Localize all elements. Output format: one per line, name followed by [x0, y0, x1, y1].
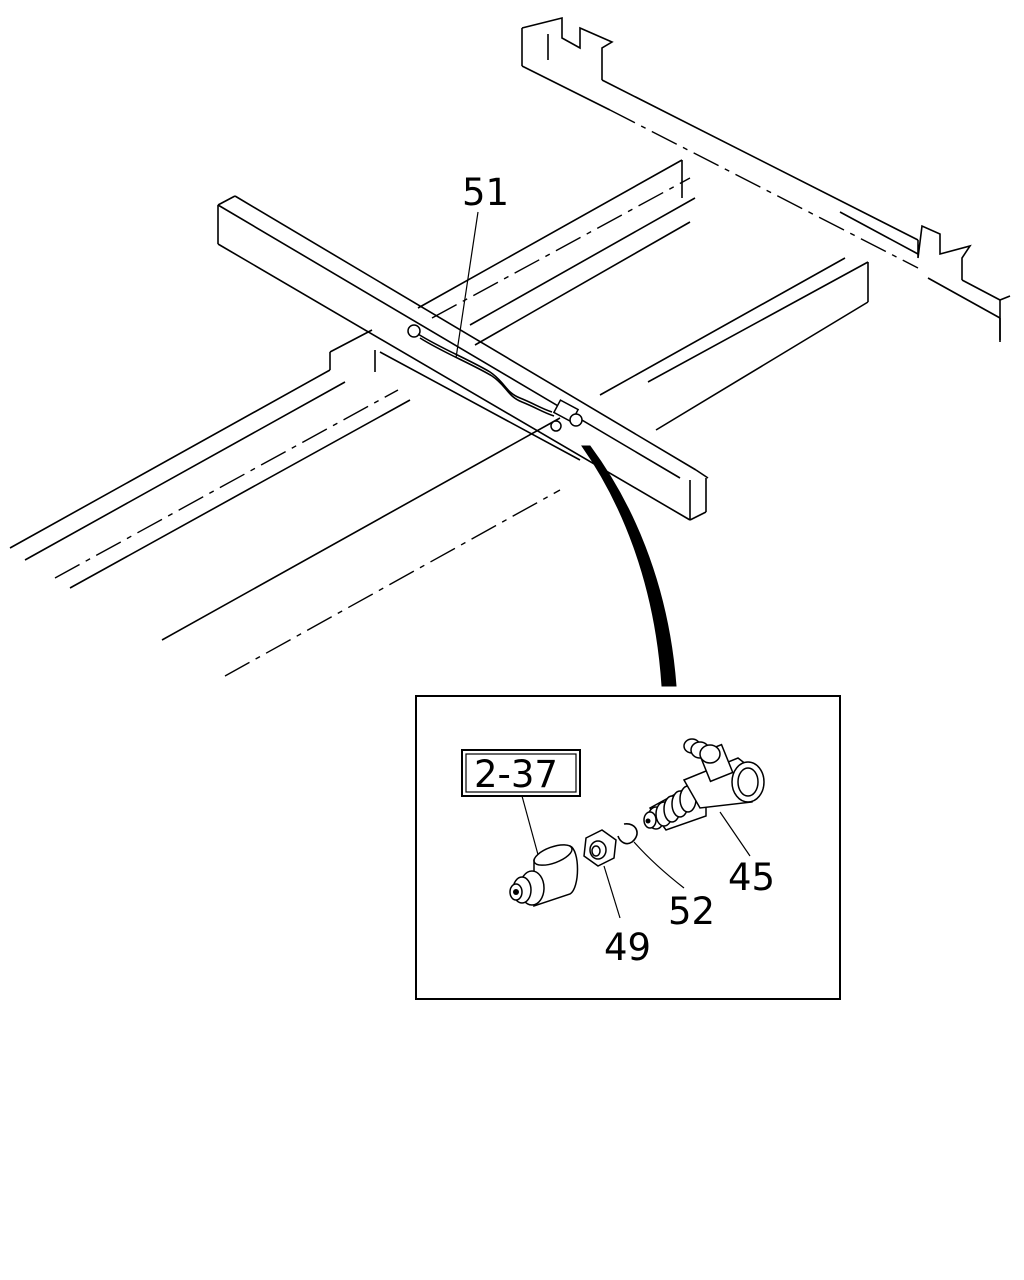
frame-rails [9, 159, 869, 677]
rear-cross-member [521, 16, 1011, 342]
hose-assembly [407, 324, 583, 432]
callout-45: 45 [728, 856, 775, 899]
valve-barb [683, 738, 721, 764]
leader-51 [455, 211, 479, 359]
reference-box [461, 749, 581, 797]
detail-pointer [581, 445, 677, 687]
callout-2-37: 2-37 [474, 753, 558, 796]
detail-box [415, 695, 841, 1000]
front-cross-member [217, 195, 709, 521]
clip-part [617, 823, 638, 845]
coupler-part [509, 844, 579, 908]
callout-49: 49 [604, 926, 651, 969]
leader-49 [603, 865, 621, 919]
callout-52: 52 [668, 890, 715, 933]
leader-ref [521, 795, 541, 863]
nut-part [583, 829, 617, 867]
valve-on-frame [550, 399, 583, 432]
leader-45 [719, 811, 751, 857]
valve-part [643, 738, 765, 831]
leader-52 [633, 841, 685, 889]
callout-51: 51 [462, 171, 509, 214]
